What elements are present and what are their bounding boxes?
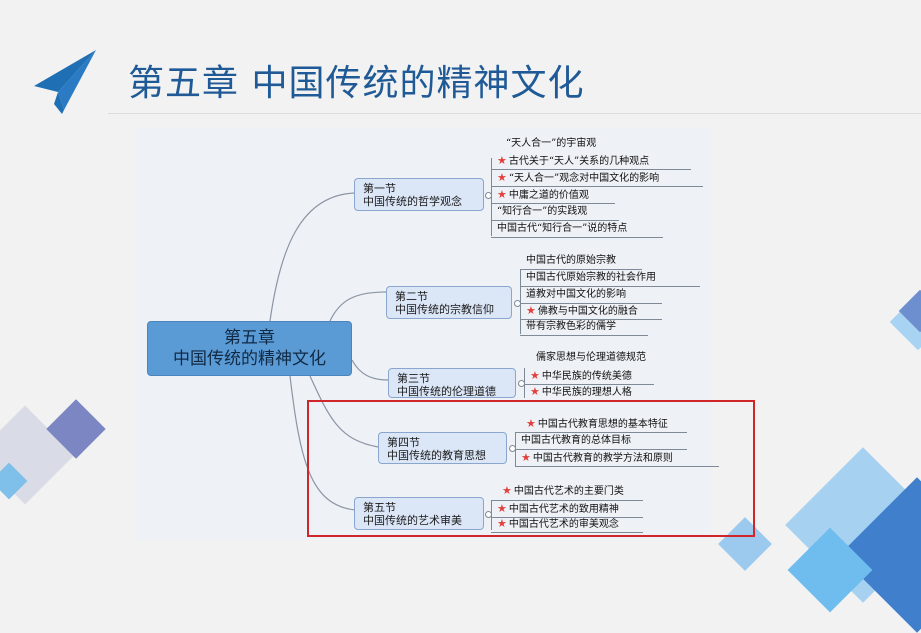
leaf-item: 带有宗教色彩的儒学 [520,319,648,336]
leaf-item: ★中庸之道的价值观 [491,187,615,204]
leaf-item: “知行合一”的实践观 [491,204,619,221]
star-icon: ★ [497,502,507,515]
leaf-group-2 [520,270,521,334]
section-node-5: 第五节 中国传统的艺术审美 [354,497,484,530]
star-icon: ★ [526,417,536,430]
leaf-group-1 [491,158,492,236]
star-icon: ★ [497,188,507,201]
leaf-item: ★古代关于“天人”关系的几种观点 [491,153,691,170]
section-title: 中国传统的哲学观念 [363,195,462,208]
leaf-item: 中国古代原始宗教的社会作用 [520,270,700,287]
root-line2: 中国传统的精神文化 [173,349,326,369]
paper-plane-icon [34,50,96,114]
title-divider [108,113,921,114]
star-icon: ★ [502,484,512,497]
leaf-group-5 [491,500,492,530]
leaf-item: ★中国古代艺术的致用精神 [491,500,643,518]
leaf-item: 中国古代的原始宗教 [520,253,642,270]
section-label: 第二节 [395,290,428,303]
section-node-4: 第四节 中国传统的教育思想 [378,432,507,464]
leaf-group-3 [524,368,525,398]
leaf-item: ★中国古代教育思想的基本特征 [526,417,668,430]
slide-header: 第五章 中国传统的精神文化 [0,0,921,120]
star-icon: ★ [521,451,531,464]
leaf-item: ★中华民族的理想人格 [524,384,654,401]
leaf-item: ★中国古代教育的教学方法和原则 [515,450,719,467]
highlight-box [307,400,755,537]
leaf-item: ★中华民族的传统美德 [524,368,654,385]
section-node-2: 第二节 中国传统的宗教信仰 [386,286,512,319]
mindmap-connectors [269,192,389,511]
section-node-1: 第一节 中国传统的哲学观念 [354,178,484,211]
star-icon: ★ [497,171,507,184]
section-label: 第三节 [397,372,430,385]
section-label: 第五节 [363,501,396,514]
leaf-item: 儒家思想与伦理道德规范 [536,352,646,363]
root-node: 第五章 中国传统的精神文化 [147,321,352,376]
section-title: 中国传统的艺术审美 [363,514,462,527]
star-icon: ★ [530,369,540,382]
root-line1: 第五章 [224,328,275,348]
leaf-item: ★“天人合一”观念对中国文化的影响 [491,170,703,187]
leaf-item: ★中国古代艺术的主要门类 [502,484,624,497]
section-title: 中国传统的教育思想 [387,449,486,462]
leaf-item: “天人合一”的宇宙观 [506,138,597,149]
leaf-item: ★中国古代艺术的审美观念 [491,516,643,533]
section-label: 第四节 [387,436,420,449]
leaf-item: 中国古代“知行合一”说的特点 [491,221,663,238]
page-title: 第五章 中国传统的精神文化 [128,63,585,104]
leaf-item: 道教对中国文化的影响 [520,287,662,304]
section-title: 中国传统的宗教信仰 [395,303,494,316]
section-title: 中国传统的伦理道德 [397,385,496,398]
star-icon: ★ [497,154,507,167]
section-label: 第一节 [363,182,396,195]
leaf-item: 中国古代教育的总体目标 [515,432,687,450]
star-icon: ★ [530,385,540,398]
section-node-3: 第三节 中国传统的伦理道德 [388,368,516,398]
leaf-item: ★佛教与中国文化的融合 [520,303,662,320]
star-icon: ★ [526,304,536,317]
star-icon: ★ [497,517,507,530]
